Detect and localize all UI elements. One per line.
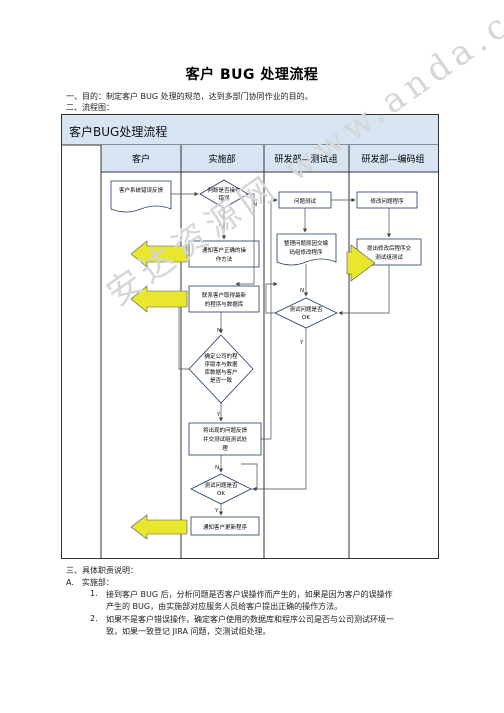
section-a-heading: A. 实施部： [66,578,114,587]
arrow-to-customer [130,285,188,313]
flow-node-text: 并交测试组测试处 [203,435,248,443]
flow-node-text: 理 [222,445,228,452]
flow-node-text: 序版本与数据 [204,360,238,368]
flow-node-text: OK [302,315,310,321]
flow-node-text: 修改问题程序 [370,197,404,205]
item-line: 如果不是客户错误操作，确定客户使用的数据库和程序公司是否与公司测试环境一 [106,615,394,624]
flowchart: 客户BUG处理流程 客户 实施部 研发部—测试组 研发部—编码组 客户系统错误反… [61,114,439,559]
node-organize-reason [276,233,337,266]
flow-node-text: 联系客户取得最新 [202,291,247,299]
arrow-to-customer [130,240,188,268]
edge-label-y: Y [214,508,219,514]
edge-label-n: N [217,328,221,334]
node-notify-update [190,516,260,536]
document-title: 客户 BUG 处理流程 [185,67,319,83]
lane-header-bar [101,145,438,172]
node-fix-program [356,191,418,209]
node-customer-report [110,180,172,213]
item-number: 2. [90,614,98,623]
edge-label-n: N [300,288,304,294]
flow-node-text: 测试问题是否 [289,305,323,313]
arrow-dev-side [346,244,376,282]
flowchart-title-bar [62,115,438,145]
flow-node-text: 通知客户正确的操 [202,246,247,254]
edge-label-y: Y [299,340,304,346]
flow-node-text: OK [217,491,225,497]
flow-node-text: 问题测试 [294,197,317,205]
flow-node-text: 提出修改后程序交 [367,244,412,252]
flow-node-text: 将出现的问题反馈 [203,426,248,434]
edge-label-n: N [253,202,257,208]
item-number: 1. [90,589,98,598]
duties-heading: 三、具体职责说明： [66,566,138,575]
purpose-line: 一、目的：制定客户 BUG 处理的规范，达到多部门协同作业的目的。 [66,92,313,101]
edge-label-y: Y [216,412,221,418]
flow-node-text: 是否一致 [210,376,233,384]
arrow-to-customer [130,514,188,540]
flow-node-text: 错误 [218,194,230,202]
lane-customer: 客户 [132,153,150,165]
flow-node-text: 通知客户更新程序 [203,523,248,531]
item-line: 接到客户 BUG 后，分析问题是否客户误操作而产生的，如果是因为客户的误操作 [106,590,393,599]
flowchart-heading: 二、流程图： [66,103,114,112]
flow-node-text: 测试组测试 [375,253,403,261]
flow-node-text: 测试问题是否 [204,481,238,489]
flowchart-title: 客户BUG处理流程 [69,124,167,139]
node-notify-correct-op [188,240,260,268]
flow-node-text: 的程序与数据库 [205,300,244,308]
item-line: 致，如果一致登记 JIRA 问题，交测试组处理。 [106,627,271,636]
flow-node-text: 整理问题原因交编 [284,239,329,247]
edge-label-n: N [215,465,219,471]
flow-node-text: 库数据与客户 [204,368,237,376]
edge-label-y: Y [217,222,222,228]
lane-implementation: 实施部 [208,153,235,165]
flow-node-text: 码组修改程序 [289,248,323,256]
flow-node-text: 客户系统错误反馈 [119,186,164,194]
flow-node-text: 判断是否操作 [207,186,241,194]
lane-code-group: 研发部—编码组 [361,153,424,165]
lane-test-group: 研发部—测试组 [274,153,337,165]
flow-node-text: 作方法 [216,255,233,263]
node-submit-to-test [188,422,262,456]
item-line: 产生的 BUG，由实施部对应服务人员给客户提出正确的操作方法。 [106,602,343,611]
node-contact-latest [188,285,260,313]
flow-node-text: 确定公司的程 [204,352,238,360]
